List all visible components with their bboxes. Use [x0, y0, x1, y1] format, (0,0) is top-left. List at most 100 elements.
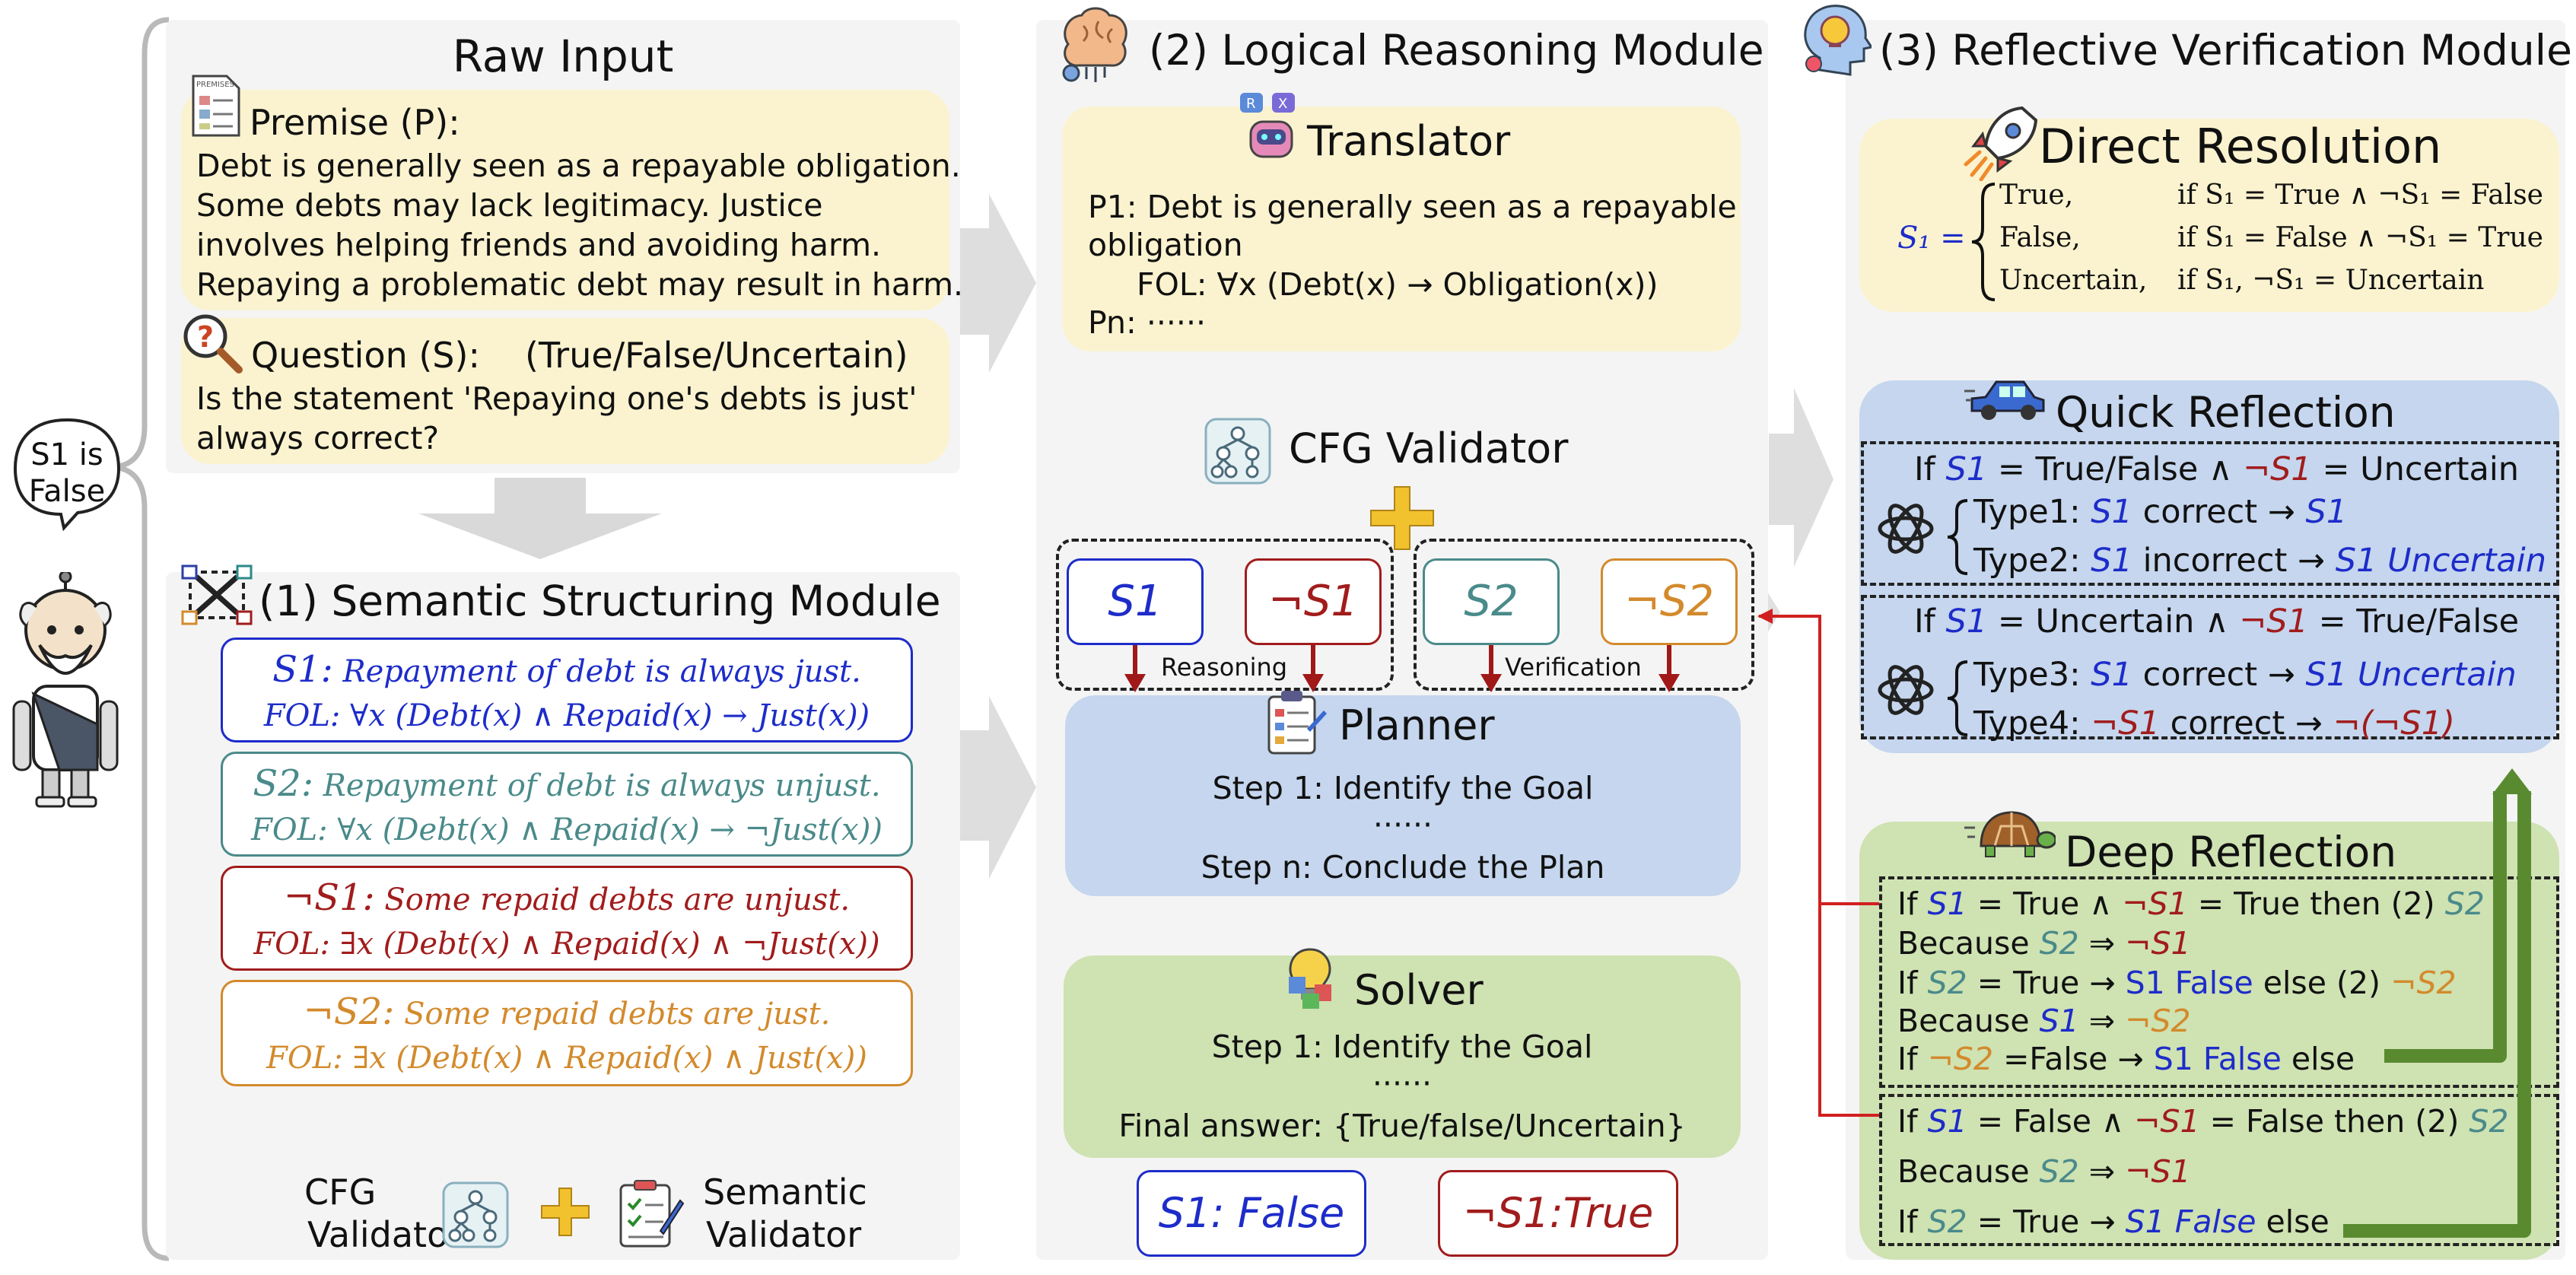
- deep-case-2-group: [1879, 1094, 2559, 1246]
- deep-case-1-group: [1879, 876, 2559, 1088]
- chip-s1: S1: [1067, 558, 1204, 645]
- direct-case-2-value: False,: [1999, 222, 2081, 253]
- t2b: S1: [2091, 542, 2132, 580]
- d6f: S2: [2469, 1103, 2509, 1140]
- premise-label: Premise (P):: [250, 102, 460, 143]
- d7d: ¬S1: [2125, 1153, 2191, 1190]
- d2d: ¬S1: [2125, 925, 2191, 962]
- solver-puzzle-icon: [1283, 946, 1344, 1010]
- speech-line-2: False: [28, 474, 106, 509]
- t2d: S1 Uncertain: [2335, 542, 2546, 580]
- planner-clipboard-icon: [1263, 688, 1327, 756]
- semantic-box-s2: S2: Repayment of debt is always unjust. …: [221, 752, 913, 857]
- t1d: S1: [2305, 493, 2348, 531]
- cfg-validator-title: CFG Validator: [1289, 424, 1569, 472]
- brain-icon: [1053, 3, 1137, 87]
- d5c: =False →: [1993, 1041, 2154, 1077]
- quick-cond-2: If S1 = Uncertain ∧ ¬S1 = True/False: [1914, 601, 2519, 642]
- d8a: If: [1897, 1203, 1928, 1240]
- reasoning-group: [1056, 539, 1394, 691]
- d8e: else: [2256, 1203, 2330, 1240]
- q1a: If: [1914, 450, 1946, 488]
- d1b: S1: [1927, 886, 1967, 922]
- d4d: ¬S2: [2125, 1003, 2191, 1039]
- quick-case-1-group: [1861, 441, 2559, 586]
- d2c: ⇒: [2078, 925, 2126, 962]
- svg-text:X: X: [1278, 96, 1287, 112]
- d5e: else: [2281, 1041, 2355, 1077]
- d1c: = True ∧: [1967, 886, 2123, 922]
- question-line-2: always correct?: [196, 420, 440, 456]
- not-s2-text: Some repaid debts are just.: [404, 997, 831, 1032]
- tree-icon: [441, 1181, 510, 1249]
- chip-not-s2: ¬S2: [1601, 558, 1738, 645]
- result-s1-false: S1: False: [1137, 1170, 1366, 1257]
- not-s2-name: ¬S2:: [303, 990, 395, 1033]
- d8b: S2: [1927, 1203, 1967, 1240]
- logical-title: (2) Logical Reasoning Module: [1149, 26, 1764, 75]
- s2-fol: FOL: ∀x (Debt(x) ∧ Repaid(x) → ¬Just(x)): [251, 812, 883, 847]
- semantic-validator-label-2: Validator: [706, 1214, 862, 1255]
- d1d: ¬S1: [2122, 886, 2188, 922]
- planner-title: Planner: [1339, 701, 1495, 749]
- t3c: correct →: [2132, 656, 2306, 694]
- d2a: Because: [1897, 925, 2040, 962]
- q1d: ¬S1: [2243, 450, 2312, 488]
- question-magnifier-icon: ?: [180, 310, 243, 374]
- planner-line-2: ······: [1372, 806, 1433, 843]
- d2b: S2: [2039, 925, 2079, 962]
- solver-line-3: Final answer: {True/false/Uncertain}: [1118, 1108, 1686, 1144]
- speech-bubble: S1 is False: [11, 417, 123, 531]
- translator-box: [1062, 107, 1741, 351]
- openai-logo-icon-1: [1872, 494, 1940, 563]
- direct-resolution-title: Direct Resolution: [2039, 119, 2442, 174]
- planner-line-3: Step n: Conclude the Plan: [1201, 849, 1605, 886]
- d5d: S1 False: [2153, 1041, 2282, 1077]
- premise-line-4: Repaying a problematic debt may result i…: [196, 266, 964, 303]
- solver-line-2: ······: [1372, 1065, 1433, 1102]
- arrow-module2-to-module3: [1769, 388, 1833, 567]
- premise-line-2: Some debts may lack legitimacy. Justice: [196, 187, 823, 224]
- direct-case-1-cond: if S₁ = True ∧ ¬S₁ = False: [2177, 180, 2543, 211]
- s2-text: Repayment of debt is always unjust.: [323, 768, 881, 803]
- q1e: = Uncertain: [2311, 450, 2520, 488]
- direct-lhs: S₁ =: [1897, 221, 1966, 256]
- d3b: S2: [1927, 965, 1967, 1001]
- question-options: (True/False/Uncertain): [525, 335, 908, 376]
- direct-case-1-value: True,: [1999, 180, 2074, 211]
- translator-title: Translator: [1307, 117, 1511, 165]
- deep-line-1: If S1 = True ∧ ¬S1 = True then (2) S2: [1897, 884, 2485, 924]
- verification-label: Verification: [1505, 653, 1642, 682]
- semantic-title: (1) Semantic Structuring Module: [259, 577, 941, 625]
- direct-case-3-value: Uncertain,: [1999, 265, 2148, 296]
- d8d: S1 False: [2125, 1203, 2256, 1240]
- q1b: S1: [1945, 450, 1988, 488]
- premise-box: [181, 90, 949, 310]
- premise-icon: PREMISES: [190, 73, 242, 138]
- d5a: If: [1897, 1041, 1928, 1077]
- cfg-tree-icon: [1204, 417, 1272, 485]
- deep-line-3: If S2 = True → S1 False else (2) ¬S2: [1897, 963, 2457, 1003]
- t1a: Type1:: [1973, 493, 2091, 531]
- chip-s2: S2: [1423, 558, 1560, 645]
- question-label: Question (S):: [251, 335, 480, 376]
- t3b: S1: [2091, 656, 2132, 694]
- solver-title: Solver: [1354, 966, 1484, 1014]
- premise-line-3: involves helping friends and avoiding ha…: [196, 227, 882, 263]
- d3a: If: [1897, 965, 1928, 1001]
- question-line-1: Is the statement 'Repaying one's debts i…: [196, 380, 918, 417]
- d3e: else (2): [2253, 965, 2391, 1001]
- s2-name: S2:: [253, 762, 313, 805]
- t3a: Type3:: [1973, 656, 2091, 694]
- direct-case-3-cond: if S₁, ¬S₁ = Uncertain: [2177, 265, 2485, 296]
- question-box: [181, 318, 949, 464]
- d4b: S1: [2039, 1003, 2079, 1039]
- semantic-box-not-s1: ¬S1: Some repaid debts are unjust. FOL: …: [221, 866, 913, 971]
- t3d: S1 Uncertain: [2305, 656, 2517, 694]
- t4b: ¬S1: [2091, 704, 2160, 742]
- s1-text: Repayment of debt is always just.: [342, 654, 861, 689]
- arrow-raw-to-semantic: [418, 478, 662, 559]
- raw-input-title: Raw Input: [452, 30, 674, 82]
- result-not-s1-true: ¬S1:True: [1438, 1170, 1678, 1257]
- arrow-module1-to-module2-mid: [960, 696, 1036, 879]
